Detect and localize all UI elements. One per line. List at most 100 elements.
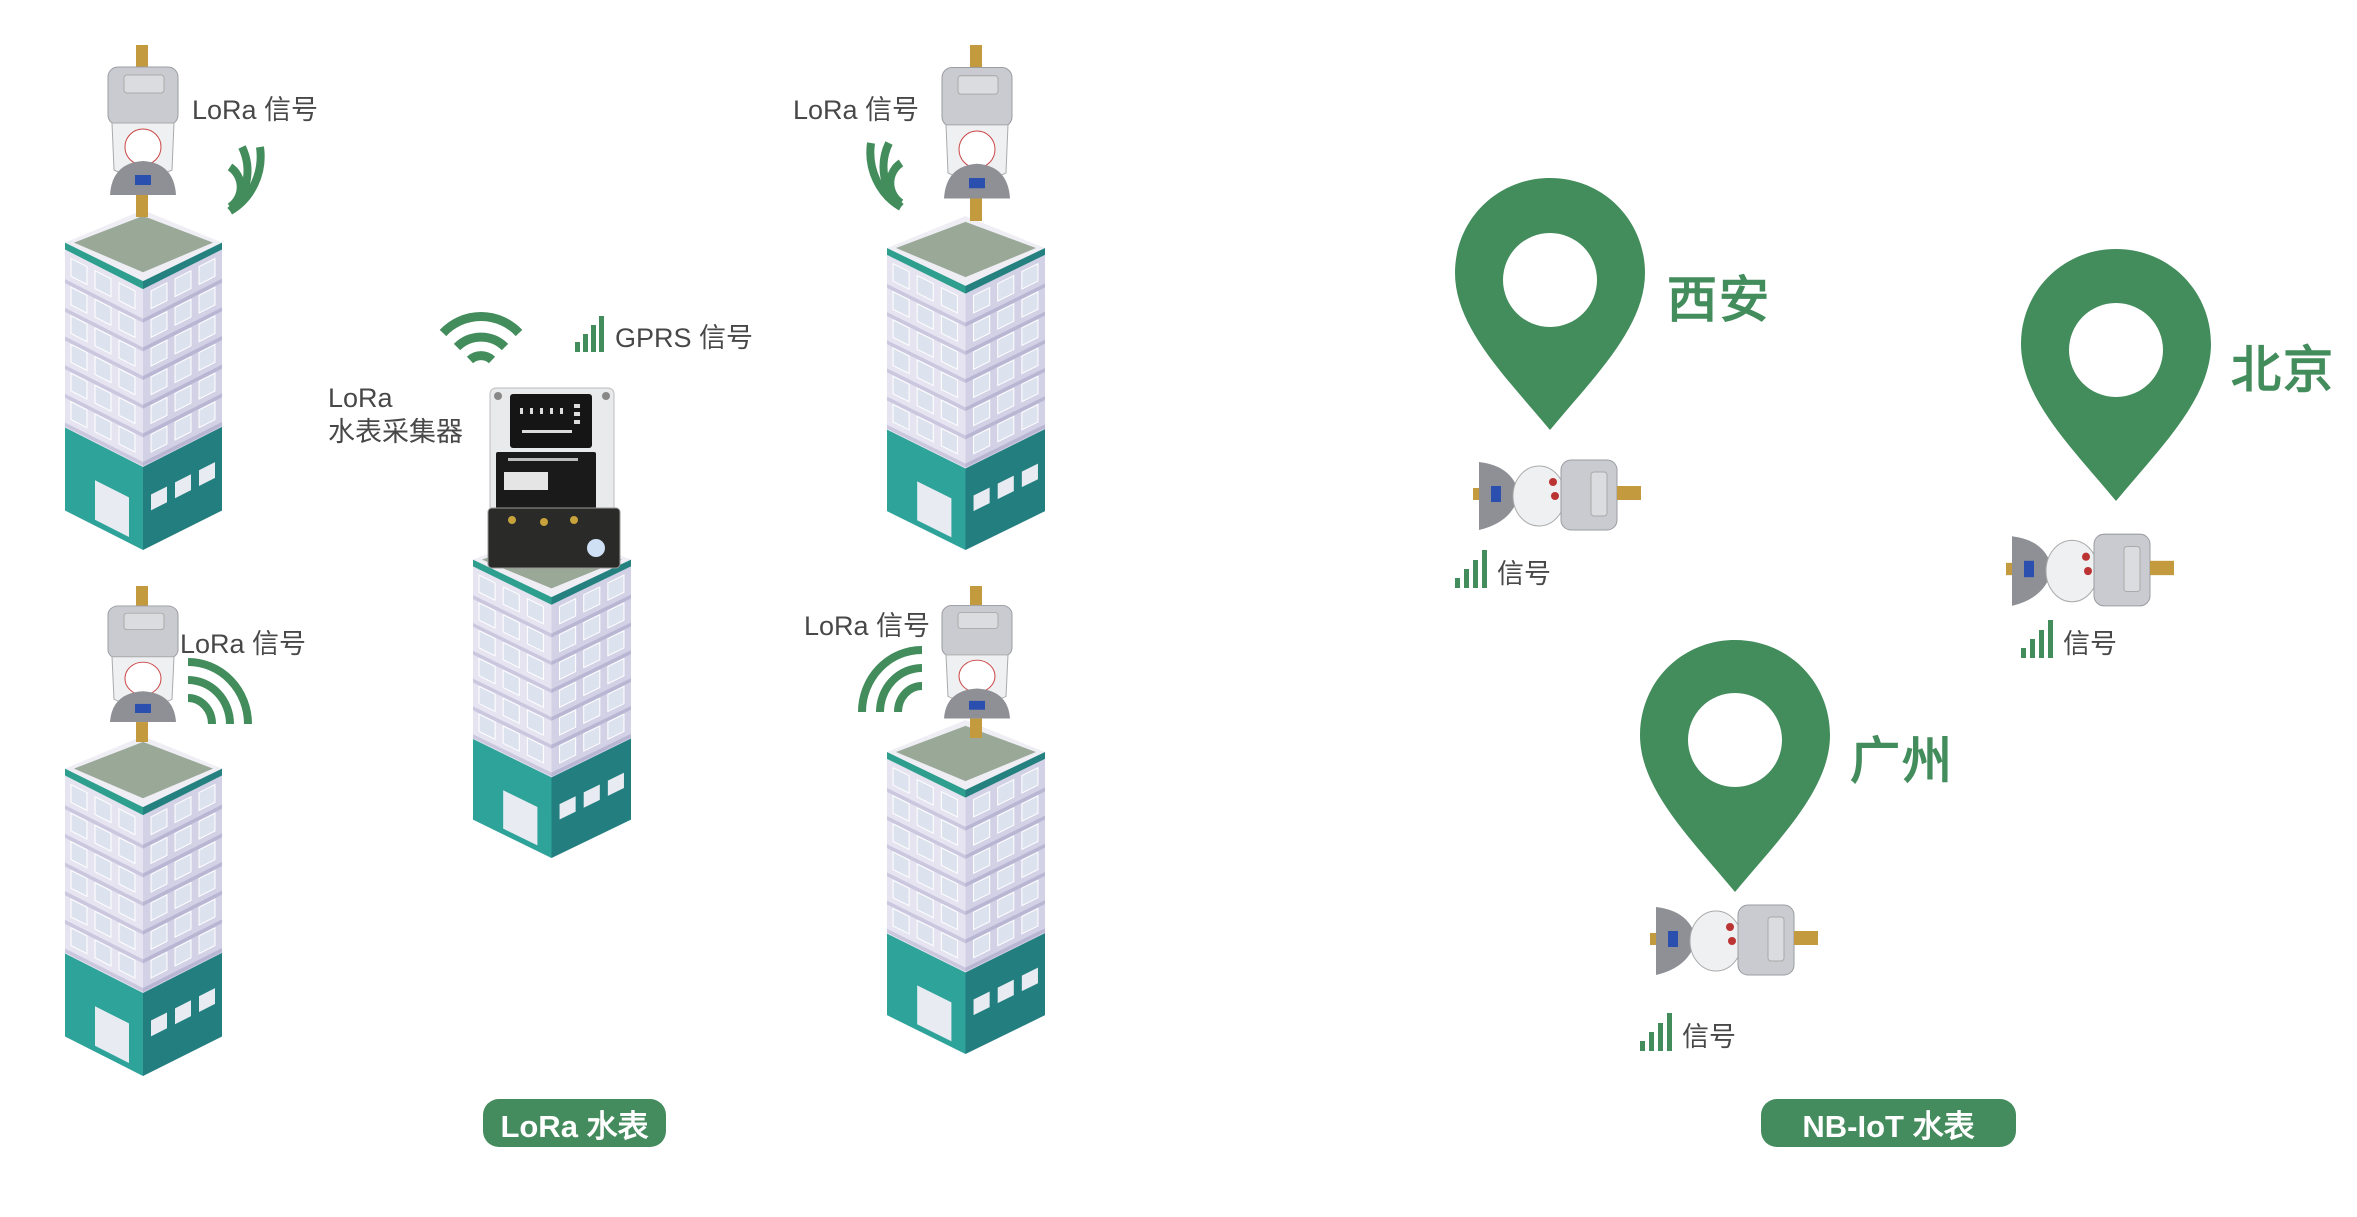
- window: [1021, 851, 1039, 879]
- window: [198, 343, 216, 372]
- roof-edge: [965, 752, 1045, 798]
- window: [198, 401, 216, 429]
- window: [502, 613, 520, 641]
- window: [559, 653, 577, 681]
- window: [940, 903, 958, 931]
- floor-ledge: [65, 336, 143, 380]
- floor-ledge: [143, 278, 222, 323]
- window: [916, 415, 934, 443]
- window: [1021, 291, 1039, 319]
- wifi-icon: [439, 312, 523, 364]
- window: [916, 806, 934, 834]
- window: [916, 274, 934, 302]
- floor-ledge: [551, 622, 631, 666]
- signal-bars-icon: [575, 316, 604, 352]
- door: [95, 480, 129, 537]
- window: [973, 371, 991, 399]
- window: [940, 371, 958, 399]
- window: [526, 681, 544, 709]
- window: [916, 863, 934, 891]
- window: [1021, 907, 1039, 935]
- lora-signal-label: LoRa 信号: [804, 611, 931, 641]
- floor-ledge: [473, 678, 552, 721]
- floor-ledge: [965, 339, 1045, 383]
- building-4: [887, 720, 1045, 1054]
- gprs-signal-label: GPRS 信号: [615, 323, 754, 353]
- window: [559, 681, 577, 709]
- window: [916, 359, 934, 387]
- window: [973, 991, 990, 1016]
- window: [997, 919, 1015, 947]
- window: [174, 413, 192, 441]
- window: [70, 257, 88, 286]
- window: [1021, 795, 1039, 823]
- floor-ledge: [65, 307, 143, 352]
- floor-ledge: [473, 622, 552, 666]
- roof-edge: [65, 768, 143, 816]
- location-pin-icon: [2021, 249, 2211, 501]
- window: [478, 657, 496, 685]
- window: [892, 823, 910, 851]
- collector-label: LoRa 水表采集器: [328, 382, 463, 450]
- floor-ledge: [965, 843, 1045, 887]
- floor-ledge: [143, 919, 222, 964]
- window: [916, 919, 934, 947]
- window: [1021, 262, 1039, 290]
- window: [916, 331, 934, 359]
- window: [198, 315, 216, 343]
- window: [118, 425, 136, 453]
- window: [526, 653, 544, 681]
- window: [150, 836, 168, 865]
- floor-ledge: [887, 872, 966, 916]
- lora-section-title: LoRa 水表: [483, 1099, 666, 1147]
- floor-ledge: [887, 844, 966, 887]
- window: [151, 486, 167, 511]
- door: [95, 1006, 129, 1063]
- window: [478, 685, 496, 713]
- floor-ledge: [965, 787, 1045, 831]
- signal-bars-icon: [1455, 550, 1487, 588]
- window: [892, 347, 910, 375]
- window: [916, 891, 934, 919]
- floor-ledge: [143, 833, 222, 878]
- floor-ledge: [65, 365, 143, 409]
- window: [70, 812, 88, 840]
- signal-bars-icon: [2021, 620, 2053, 658]
- floor-ledge: [887, 396, 966, 440]
- window: [478, 629, 496, 657]
- window: [478, 574, 496, 602]
- window: [997, 806, 1015, 834]
- floor-ledge: [887, 283, 966, 327]
- window: [502, 586, 520, 613]
- window: [1021, 967, 1038, 992]
- window: [94, 939, 112, 967]
- window: [174, 384, 192, 413]
- location-pin-icon: [1640, 640, 1830, 892]
- nbiot-signal: 信号: [1640, 1013, 1736, 1051]
- window: [174, 327, 192, 355]
- floor-ledge: [65, 833, 143, 878]
- window: [150, 808, 168, 836]
- window: [997, 359, 1015, 387]
- window: [94, 327, 112, 355]
- window: [997, 863, 1015, 891]
- window: [94, 298, 112, 327]
- window: [892, 795, 910, 823]
- window: [118, 836, 136, 865]
- brass-pipe: [136, 45, 148, 71]
- window: [559, 737, 577, 764]
- window: [997, 891, 1015, 919]
- window: [70, 286, 88, 314]
- brass-pipe: [136, 195, 148, 217]
- floor-ledge: [473, 650, 552, 693]
- lora-signal-icon: [187, 658, 252, 725]
- window: [70, 372, 88, 400]
- lora-water-meter: [932, 45, 1022, 221]
- window: [607, 713, 625, 741]
- window: [174, 881, 192, 910]
- window: [973, 399, 991, 427]
- window: [973, 286, 991, 314]
- city-label-guangzhou: 广州: [1850, 733, 1954, 789]
- floor-ledge: [143, 421, 222, 466]
- window: [997, 387, 1015, 415]
